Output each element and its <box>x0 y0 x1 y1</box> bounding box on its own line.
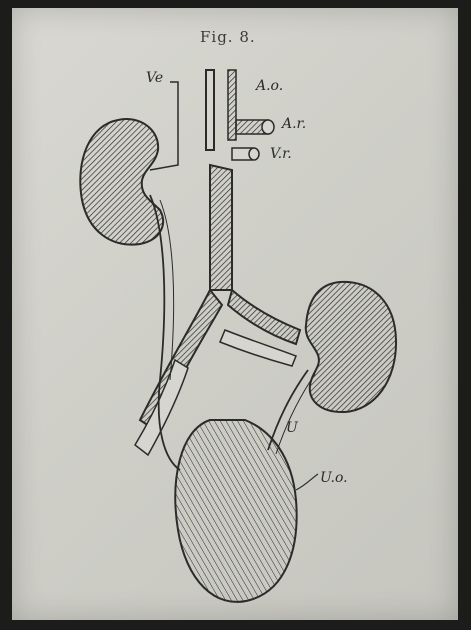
right-kidney <box>306 282 396 412</box>
bladder <box>175 420 296 602</box>
label-vr: V.r. <box>270 146 292 162</box>
renal-vessels <box>232 120 274 160</box>
label-u: U <box>286 420 298 436</box>
figure-title: Fig. 8. <box>200 28 256 46</box>
left-kidney <box>80 119 163 245</box>
label-ar: A.r. <box>282 116 306 132</box>
label-uo: U.o. <box>320 470 348 486</box>
label-ve: Ve <box>146 70 163 86</box>
label-ao: A.o. <box>256 78 283 94</box>
aorta-trunk <box>206 70 236 290</box>
uo-pointer <box>296 474 318 490</box>
